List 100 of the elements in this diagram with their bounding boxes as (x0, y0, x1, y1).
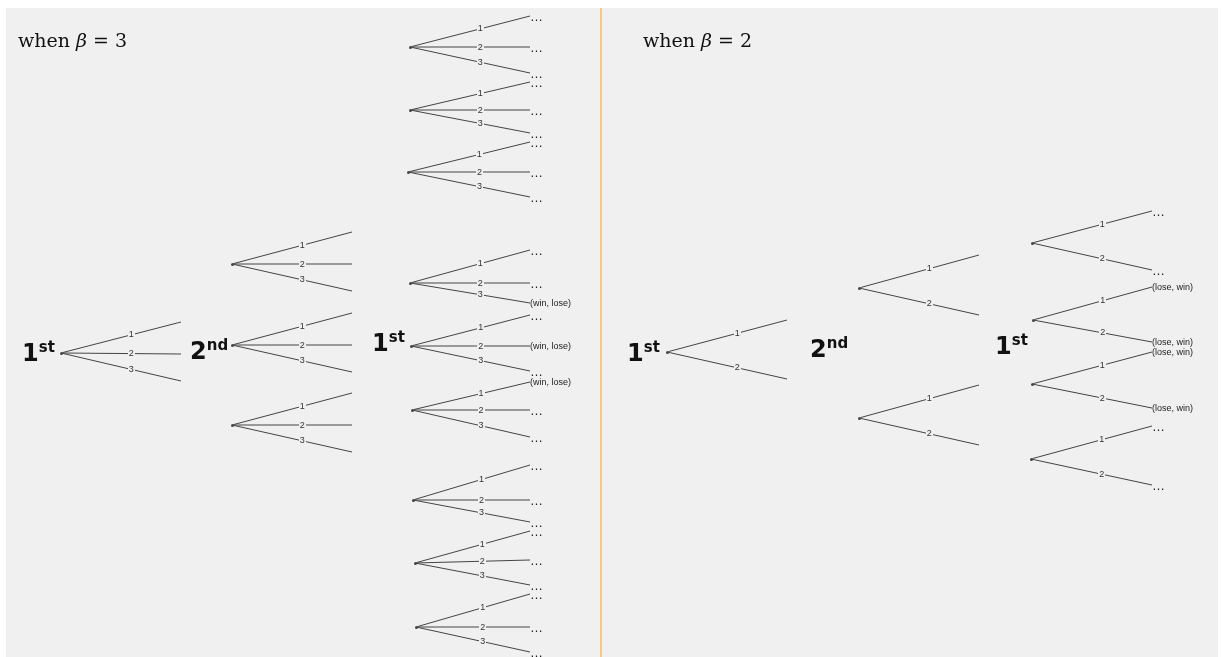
edge-label: 3 (127, 364, 135, 374)
edge-label: 2 (479, 622, 487, 632)
branch-line (412, 345, 531, 347)
edge-label: 1 (298, 401, 306, 411)
branch-line (667, 319, 788, 353)
edge-label: 2 (925, 429, 933, 439)
outcome-text: … (530, 245, 544, 255)
edge-label: 3 (476, 290, 484, 300)
edge-label: 2 (476, 42, 484, 52)
player-label: 2$^{nd}$ (190, 335, 229, 365)
edge-label: 1 (1098, 219, 1106, 229)
branch-line (1032, 351, 1153, 385)
player-label: 2$^{nd}$ (810, 333, 849, 363)
outcome-text: … (530, 432, 544, 442)
branch-line (859, 384, 980, 419)
player-label: 1$^{st}$ (372, 327, 405, 357)
edge-label: 2 (925, 299, 933, 309)
edge-label: 1 (298, 240, 306, 250)
branch-line (233, 344, 353, 346)
branch-point (59, 351, 63, 355)
branch-line (416, 559, 531, 564)
branch-line (416, 626, 531, 653)
branch-point (408, 108, 412, 112)
branch-line (232, 424, 353, 453)
branch-point (411, 498, 415, 502)
outcome-text: (lose, win) (1152, 347, 1193, 357)
branch-line (232, 231, 353, 265)
edge-label: 2 (298, 340, 306, 350)
edge-label: 3 (298, 275, 306, 285)
branch-point (857, 416, 861, 420)
player-label: 1$^{st}$ (22, 337, 55, 367)
outcome-text: … (530, 128, 544, 138)
branch-line (410, 15, 531, 48)
outcome-text: … (530, 460, 544, 470)
branch-line (233, 424, 353, 426)
branch-line (412, 381, 531, 411)
edge-label: 2 (298, 259, 306, 269)
outcome-text: … (530, 42, 544, 52)
branch-point (410, 408, 414, 412)
edge-label: 1 (476, 24, 484, 34)
edge-label: 2 (127, 349, 135, 359)
outcome-text: (win, lose) (530, 298, 571, 308)
outcome-text: … (530, 495, 544, 505)
edge-label: 3 (476, 57, 484, 67)
branch-line (1031, 425, 1153, 460)
branch-line (410, 109, 531, 134)
branch-line (411, 282, 531, 284)
branch-line (232, 312, 353, 346)
edge-label: 1 (476, 89, 484, 99)
branch-point (665, 350, 669, 354)
outcome-text: (lose, win) (1152, 282, 1193, 292)
outcome-text: … (530, 11, 544, 21)
edge-label: 1 (477, 389, 485, 399)
edge-label: 1 (1098, 435, 1106, 445)
branch-line (61, 352, 182, 382)
edge-label: 2 (475, 167, 483, 177)
outcome-text: (win, lose) (530, 341, 571, 351)
branch-line (415, 530, 531, 564)
edge-label: 3 (477, 356, 485, 366)
branch-point (230, 262, 234, 266)
edge-label: 2 (1099, 328, 1107, 338)
edge-label: 3 (477, 508, 485, 518)
branch-line (1031, 458, 1153, 486)
branch-line (411, 314, 531, 347)
branch-line (408, 141, 531, 173)
branch-line (232, 392, 353, 426)
outcome-text: … (530, 105, 544, 115)
branch-line (413, 499, 531, 523)
outcome-text: … (1152, 421, 1166, 431)
branch-line (413, 464, 531, 501)
branch-line (233, 263, 353, 265)
edge-label: 1 (477, 475, 485, 484)
branch-line (859, 254, 980, 289)
branch-line (414, 499, 531, 501)
branch-line (1033, 286, 1153, 321)
edge-label: 2 (478, 556, 486, 566)
edge-label: 1 (733, 328, 741, 338)
player-label: 1$^{st}$ (995, 330, 1028, 360)
branch-line (411, 109, 531, 111)
outcome-text: … (530, 278, 544, 288)
edge-label: 1 (298, 321, 306, 331)
branch-point (857, 286, 861, 290)
outcome-text: … (530, 192, 544, 202)
branch-point (408, 281, 412, 285)
edge-label: 1 (1098, 360, 1106, 370)
edge-label: 2 (298, 420, 306, 430)
branch-line (409, 171, 531, 173)
edge-label: 3 (475, 182, 483, 192)
branch-point (230, 343, 234, 347)
branch-point (1029, 457, 1033, 461)
branch-point (1031, 318, 1035, 322)
edge-label: 2 (1098, 469, 1106, 479)
outcome-text: … (530, 167, 544, 177)
outcome-text: … (530, 580, 544, 590)
edge-label: 2 (476, 105, 484, 115)
outcome-text: (lose, win) (1152, 337, 1193, 347)
branch-line (859, 287, 980, 316)
edge-label: 3 (298, 356, 306, 366)
branch-point (413, 561, 417, 565)
branch-point (409, 344, 413, 348)
